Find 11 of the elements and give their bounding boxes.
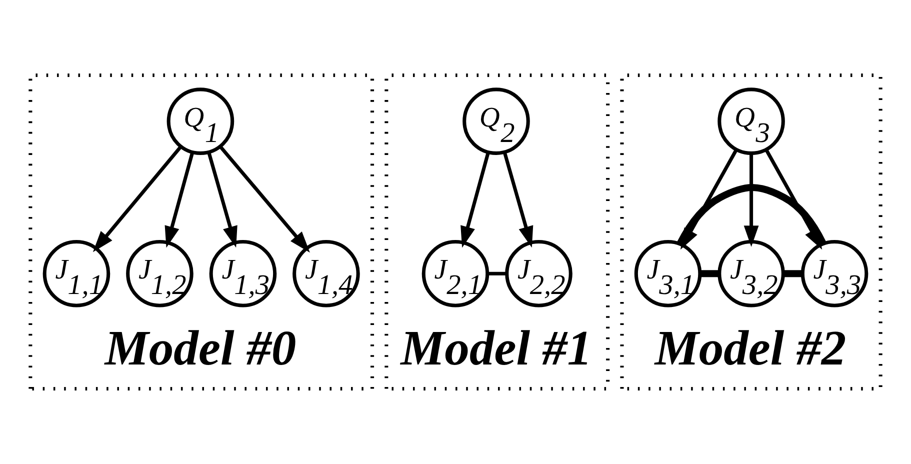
arrow xyxy=(207,152,238,248)
connector xyxy=(488,272,506,276)
arrow xyxy=(460,152,490,248)
connector xyxy=(677,184,826,246)
arrow xyxy=(502,152,534,248)
arrow xyxy=(219,146,310,253)
arrow xyxy=(744,154,759,247)
arrow xyxy=(164,152,194,248)
connector xyxy=(784,270,802,278)
connector xyxy=(700,270,719,278)
arrow xyxy=(92,146,182,252)
